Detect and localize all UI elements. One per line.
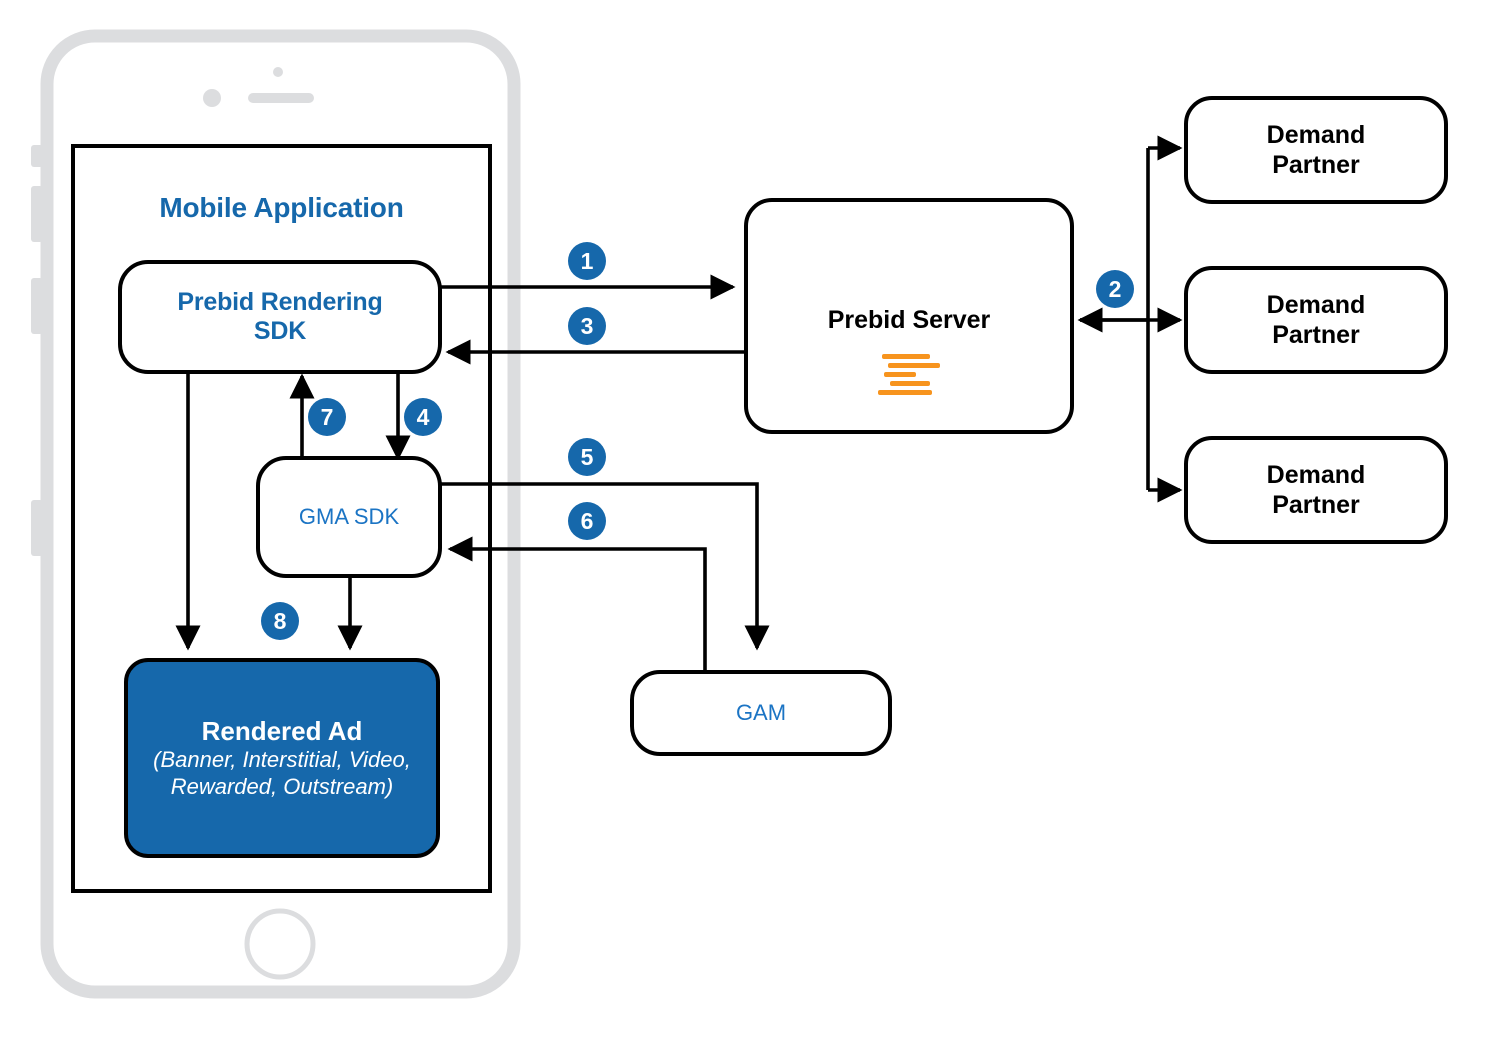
step-badge-4: 4 xyxy=(404,398,442,436)
node-demand-partner-2[interactable] xyxy=(1184,266,1448,374)
camera-dot xyxy=(203,89,221,107)
node-prebid-server[interactable] xyxy=(744,198,1074,434)
connector-step-5 xyxy=(440,482,770,651)
phone-top-hardware xyxy=(203,67,314,107)
node-gma-sdk[interactable] xyxy=(256,456,442,578)
connector-step-6 xyxy=(447,536,707,672)
step-badge-7: 7 xyxy=(308,398,346,436)
step-badge-3: 3 xyxy=(568,307,606,345)
step-badge-6: 6 xyxy=(568,502,606,540)
node-rendered-ad[interactable] xyxy=(124,658,440,858)
step-badge-8: 8 xyxy=(261,602,299,640)
home-button[interactable] xyxy=(244,908,316,980)
step-badge-2: 2 xyxy=(1096,270,1134,308)
prebid-logo-icon xyxy=(878,354,940,395)
step-badge-1: 1 xyxy=(568,242,606,280)
connectors xyxy=(175,135,1183,672)
speaker-grille xyxy=(248,93,314,103)
step-badge-5: 5 xyxy=(568,438,606,476)
sensor-dot xyxy=(273,67,283,77)
node-demand-partner-1[interactable] xyxy=(1184,96,1448,204)
node-demand-partner-3[interactable] xyxy=(1184,436,1448,544)
node-prebid-rendering-sdk[interactable] xyxy=(118,260,442,374)
node-gam[interactable] xyxy=(630,670,892,756)
